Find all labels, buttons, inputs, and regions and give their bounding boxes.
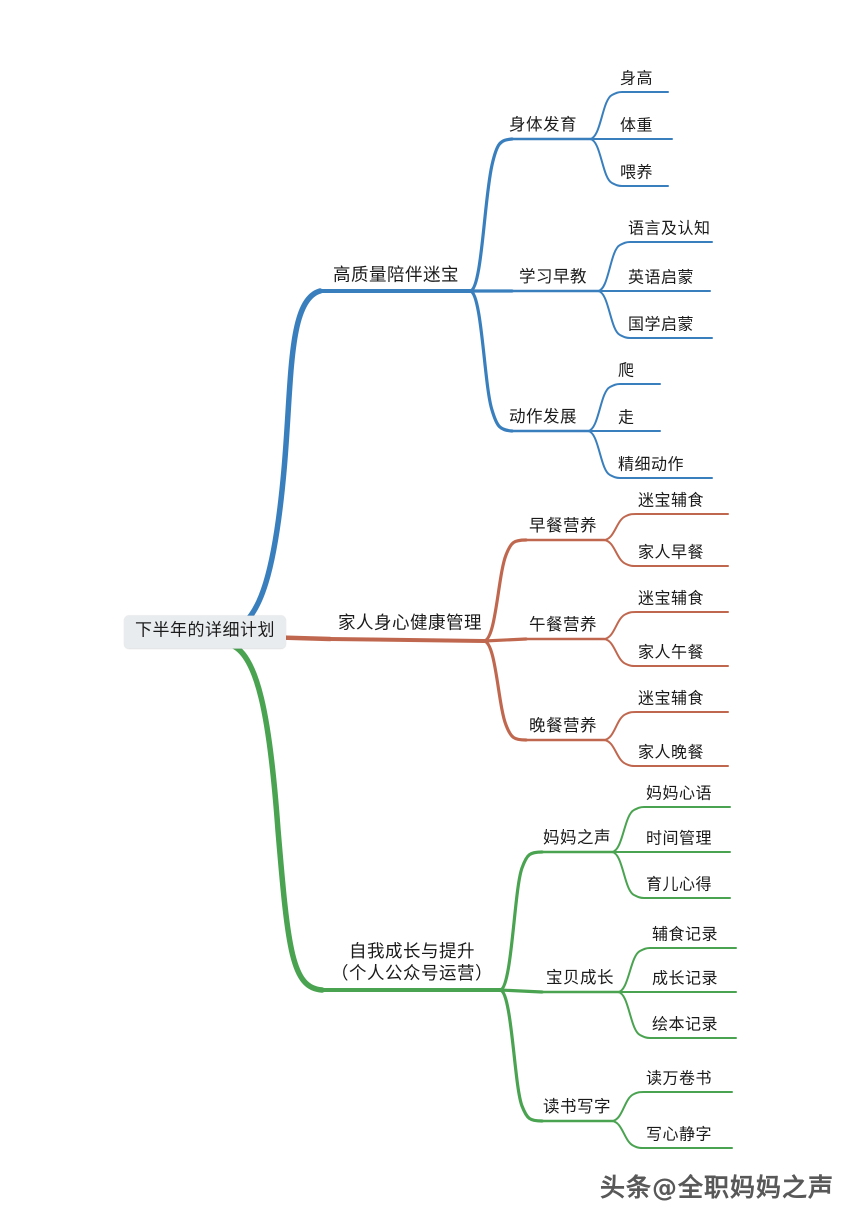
- leaf-family-lunch[interactable]: 家人午餐: [636, 643, 704, 666]
- watermark: 头条@全职妈妈之声: [600, 1168, 834, 1204]
- subnode-reading-writing[interactable]: 读书写字: [543, 1096, 611, 1121]
- leaf-feeding-label: 喂养: [620, 162, 654, 182]
- leaf-mom-heart-words-label: 妈妈心语: [646, 783, 713, 803]
- leaf-picture-book-record[interactable]: 绘本记录: [650, 1015, 718, 1038]
- subnode-mom-voice[interactable]: 妈妈之声: [543, 827, 611, 852]
- leaf-time-management[interactable]: 时间管理: [644, 829, 712, 852]
- edge-b3-to-c1: [498, 850, 544, 992]
- leaf-crawl-label: 爬: [618, 360, 635, 380]
- leaf-write-calm-characters[interactable]: 写心静字: [644, 1125, 712, 1148]
- leaf-weight-label: 体重: [620, 115, 654, 135]
- subnode-early-education[interactable]: 学习早教: [519, 266, 587, 291]
- branch-node-2-label: 家人身心健康管理: [338, 613, 482, 634]
- watermark-at-symbol: @: [652, 1173, 679, 1202]
- subnode-lunch-nutrition-label: 午餐营养: [529, 614, 597, 634]
- leaf-walk[interactable]: 走: [616, 408, 635, 431]
- leaf-baby-food-dinner-label: 迷宝辅食: [638, 688, 705, 708]
- leaf-family-breakfast[interactable]: 家人早餐: [636, 543, 704, 566]
- leaf-height-label: 身高: [620, 68, 654, 88]
- subnode-baby-growth-label: 宝贝成长: [546, 967, 614, 987]
- root-node-label: 下半年的详细计划: [135, 620, 275, 641]
- root-node[interactable]: 下半年的详细计划: [124, 615, 286, 649]
- edge-b3-to-c3: [498, 988, 544, 1123]
- edge-b2-to-c1: [482, 538, 528, 643]
- leaf-write-calm-characters-label: 写心静字: [646, 1124, 713, 1144]
- edge-b1-to-c3: [468, 289, 514, 433]
- leaf-family-breakfast-label: 家人早餐: [638, 542, 705, 562]
- leaf-language-cognition[interactable]: 语言及认知: [626, 219, 711, 242]
- leaf-baby-food-record[interactable]: 辅食记录: [650, 925, 718, 948]
- edge-c9-leaf-1: [611, 1091, 733, 1122]
- leaf-crawl[interactable]: 爬: [616, 361, 635, 384]
- subnode-dinner-nutrition[interactable]: 晚餐营养: [529, 715, 597, 740]
- edge-c5-leaf-1: [603, 611, 729, 640]
- branch-node-3[interactable]: 自我成长与提升 （个人公众号运营）: [331, 941, 493, 990]
- edge-b1-to-c1: [468, 137, 514, 293]
- edge-c4-leaf-1: [603, 513, 729, 541]
- leaf-baby-food-dinner[interactable]: 迷宝辅食: [636, 689, 704, 712]
- leaf-family-dinner[interactable]: 家人晚餐: [636, 743, 704, 766]
- edge-branch-2-spine: [328, 637, 486, 643]
- leaf-height[interactable]: 身高: [618, 69, 653, 92]
- leaf-chinese-classics[interactable]: 国学启蒙: [626, 315, 694, 338]
- leaf-english-enlightenment[interactable]: 英语启蒙: [626, 268, 694, 291]
- leaf-time-management-label: 时间管理: [646, 828, 713, 848]
- leaf-fine-motor-label: 精细动作: [618, 454, 685, 474]
- subnode-early-education-label: 学习早教: [519, 266, 587, 286]
- leaf-family-lunch-label: 家人午餐: [638, 642, 705, 662]
- branch-node-2[interactable]: 家人身心健康管理: [338, 613, 482, 639]
- leaf-weight[interactable]: 体重: [618, 116, 653, 139]
- subnode-motor-development-label: 动作发展: [509, 406, 577, 426]
- watermark-account: 全职妈妈之声: [678, 1173, 835, 1202]
- branch-node-1-label: 高质量陪伴迷宝: [333, 265, 459, 286]
- leaf-baby-food-lunch-label: 迷宝辅食: [638, 588, 705, 608]
- leaf-parenting-experience-label: 育儿心得: [646, 874, 713, 894]
- branch-node-1[interactable]: 高质量陪伴迷宝: [333, 265, 459, 291]
- subnode-baby-growth[interactable]: 宝贝成长: [546, 967, 614, 992]
- subnode-dinner-nutrition-label: 晚餐营养: [529, 715, 597, 735]
- leaf-baby-food-breakfast-label: 迷宝辅食: [638, 490, 705, 510]
- subnode-motor-development[interactable]: 动作发展: [509, 406, 577, 431]
- branch-node-3-label-line1: 自我成长与提升: [349, 942, 475, 963]
- subnode-physical-development-label: 身体发育: [509, 114, 577, 134]
- subnode-reading-writing-label: 读书写字: [543, 1096, 611, 1116]
- leaf-baby-food-lunch[interactable]: 迷宝辅食: [636, 589, 704, 612]
- leaf-mom-heart-words[interactable]: 妈妈心语: [644, 784, 712, 807]
- leaf-walk-label: 走: [618, 407, 635, 427]
- branch-node-3-label-line2: （个人公众号运营）: [331, 964, 493, 985]
- subnode-breakfast-nutrition[interactable]: 早餐营养: [529, 515, 597, 540]
- subnode-mom-voice-label: 妈妈之声: [543, 827, 611, 847]
- subnode-breakfast-nutrition-label: 早餐营养: [529, 515, 597, 535]
- leaf-baby-food-record-label: 辅食记录: [652, 924, 719, 944]
- leaf-growth-record-label: 成长记录: [652, 968, 719, 988]
- subnode-physical-development[interactable]: 身体发育: [509, 114, 577, 139]
- leaf-growth-record[interactable]: 成长记录: [650, 969, 718, 992]
- edge-c6-leaf-1: [603, 711, 729, 741]
- leaf-chinese-classics-label: 国学启蒙: [628, 314, 695, 334]
- leaf-feeding[interactable]: 喂养: [618, 163, 653, 186]
- leaf-english-enlightenment-label: 英语启蒙: [628, 267, 695, 287]
- edge-b3-to-c2: [498, 988, 544, 994]
- edge-root-to-branch-3: [225, 641, 325, 993]
- edge-b2-to-c2: [482, 637, 528, 643]
- leaf-read-ten-thousand-books-label: 读万卷书: [646, 1068, 713, 1088]
- edge-b2-to-c3: [482, 639, 528, 742]
- subnode-lunch-nutrition[interactable]: 午餐营养: [529, 614, 597, 639]
- leaf-language-cognition-label: 语言及认知: [628, 218, 711, 238]
- leaf-fine-motor[interactable]: 精细动作: [616, 455, 684, 478]
- leaf-family-dinner-label: 家人晚餐: [638, 742, 705, 762]
- watermark-prefix: 头条: [600, 1173, 653, 1202]
- leaf-read-ten-thousand-books[interactable]: 读万卷书: [644, 1069, 712, 1092]
- edge-root-to-branch-1: [225, 288, 323, 633]
- leaf-baby-food-breakfast[interactable]: 迷宝辅食: [636, 491, 704, 514]
- leaf-parenting-experience[interactable]: 育儿心得: [644, 875, 712, 898]
- leaf-picture-book-record-label: 绘本记录: [652, 1014, 719, 1034]
